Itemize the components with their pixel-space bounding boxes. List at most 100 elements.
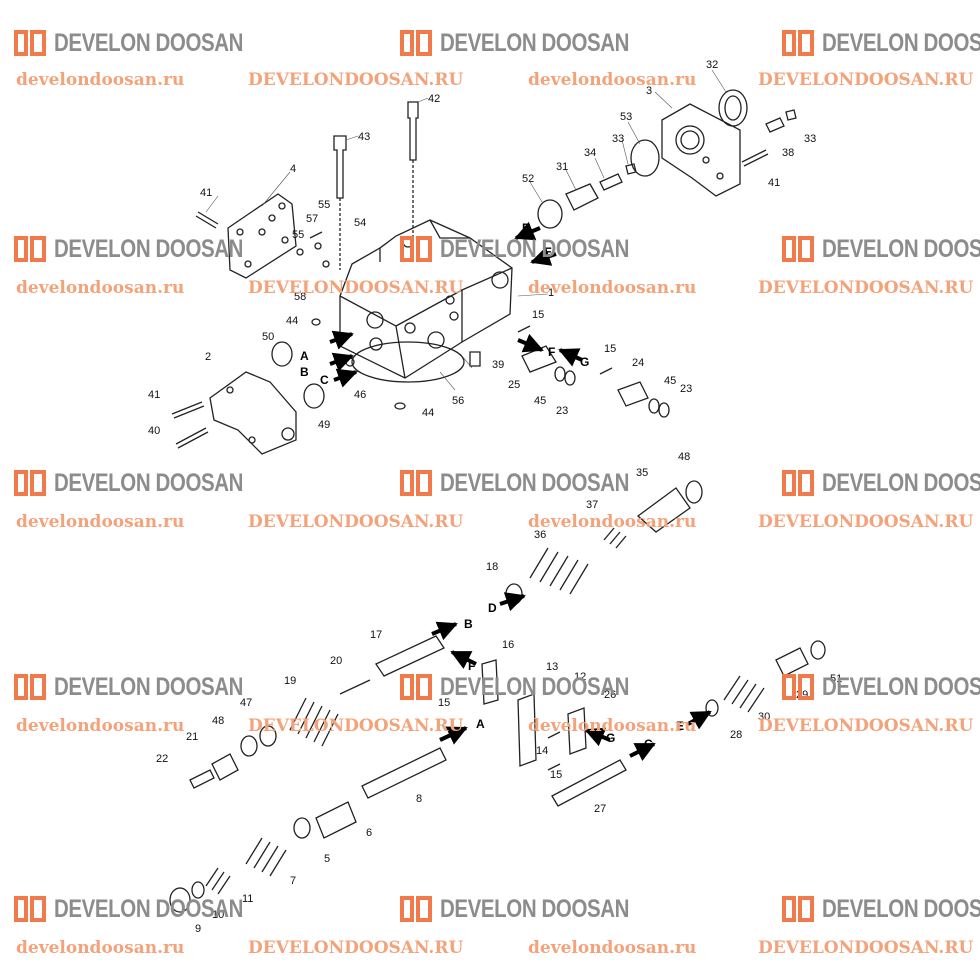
- callout-2: 2: [205, 351, 211, 363]
- callout-46: 46: [354, 389, 366, 401]
- ring-5: [293, 817, 311, 839]
- callout-53: 53: [620, 111, 632, 123]
- leaders: [205, 69, 727, 391]
- pin-20: [339, 679, 371, 695]
- callout-labels: 1 2 3 4 5 6 7 8 9 10 11 12 13 14 15 15 1…: [148, 59, 842, 935]
- callout-18: 18: [486, 561, 498, 573]
- callout-14: 14: [536, 745, 548, 757]
- watermark-brand-text: DEVELON DOOSAN: [822, 234, 980, 263]
- watermark-brand-text: DEVELON DOOSAN: [822, 468, 980, 497]
- watermark-brand-text: DEVELON DOOSAN: [440, 28, 630, 57]
- main-spool-8: [361, 747, 447, 799]
- callout-34: 34: [584, 147, 596, 159]
- callout-41b: 41: [148, 389, 160, 401]
- watermark-url: develondoosan.ru: [528, 716, 697, 736]
- watermark-brand: DEVELON DOOSAN: [780, 672, 980, 702]
- seal-32: [718, 89, 748, 127]
- watermark-url: DEVELONDOOSAN.RU: [248, 716, 464, 736]
- watermark-brand: DEVELON DOOSAN: [780, 894, 980, 924]
- watermark-brand-text: DEVELON DOOSAN: [54, 28, 244, 57]
- callout-54: 54: [354, 217, 366, 229]
- watermark-url: DEVELONDOOSAN.RU: [758, 278, 974, 298]
- washer-28: [705, 699, 719, 717]
- callout-20: 20: [330, 655, 342, 667]
- port-arrows: [329, 221, 712, 761]
- plug-21: [211, 753, 239, 781]
- nut-33-right: [785, 109, 797, 121]
- spring-7: [245, 837, 287, 877]
- callout-56: 56: [452, 395, 464, 407]
- callout-22: 22: [156, 753, 168, 765]
- callout-1: 1: [548, 287, 554, 299]
- o-ring-48-lower: [240, 735, 258, 757]
- callout-44a: 44: [286, 315, 298, 327]
- callout-40: 40: [148, 425, 160, 437]
- callout-19: 19: [284, 675, 296, 687]
- watermark-brand-text: DEVELON DOOSAN: [54, 468, 244, 497]
- watermark-url: develondoosan.ru: [528, 70, 697, 90]
- callout-32: 32: [706, 59, 718, 71]
- bolt-41-lower: [171, 401, 205, 419]
- callout-44b: 44: [422, 407, 434, 419]
- watermark-url: DEVELONDOOSAN.RU: [248, 70, 464, 90]
- o-ring-44-lower: [394, 402, 406, 410]
- plug-31: [565, 183, 599, 211]
- callout-13: 13: [546, 661, 558, 673]
- watermark-brand: DEVELON DOOSAN: [12, 468, 285, 498]
- bolt-40: [175, 427, 209, 449]
- watermark-brand: DEVELON DOOSAN: [398, 28, 671, 58]
- pins-15-lower: [547, 731, 561, 771]
- bolt-43: [333, 135, 347, 199]
- callout-57: 57: [306, 213, 318, 225]
- callout-10: 10: [212, 909, 224, 921]
- callout-43: 43: [358, 131, 370, 143]
- watermark-brand-text: DEVELON DOOSAN: [822, 28, 980, 57]
- bolt-41-left: [195, 211, 219, 229]
- callout-35: 35: [636, 467, 648, 479]
- callout-12: 12: [574, 671, 586, 683]
- cap-3: [661, 103, 741, 197]
- port-A-upper: A: [300, 349, 309, 363]
- callout-48b: 48: [212, 715, 224, 727]
- callout-17: 17: [370, 629, 382, 641]
- watermark-url: DEVELONDOOSAN.RU: [758, 716, 974, 736]
- port-F-upper: F: [548, 345, 555, 359]
- callout-21: 21: [186, 731, 198, 743]
- callout-6: 6: [366, 827, 372, 839]
- o-ring-49: [303, 383, 325, 409]
- watermark-brand: DEVELON DOOSAN: [398, 894, 671, 924]
- port-G-upper: G: [580, 355, 589, 369]
- plunger-24: [617, 381, 649, 407]
- watermark-url: develondoosan.ru: [16, 278, 185, 298]
- watermark-brand: DEVELON DOOSAN: [12, 28, 285, 58]
- side-housing-2: [209, 371, 297, 455]
- callout-7: 7: [290, 875, 296, 887]
- callout-41a: 41: [200, 187, 212, 199]
- watermark-url: DEVELONDOOSAN.RU: [758, 938, 974, 958]
- port-A-lower: A: [476, 717, 485, 731]
- callout-41c: 41: [768, 177, 780, 189]
- watermark-url: develondoosan.ru: [16, 512, 185, 532]
- snap-ring-9: [169, 887, 191, 913]
- callout-33a: 33: [612, 133, 624, 145]
- piston-35: [636, 487, 691, 533]
- washer-10: [191, 881, 205, 899]
- port-C-upper: C: [320, 373, 329, 387]
- callout-16: 16: [502, 639, 514, 651]
- spring-36: [529, 547, 589, 595]
- callout-25: 25: [508, 379, 520, 391]
- callout-11: 11: [242, 893, 253, 905]
- watermark-url: DEVELONDOOSAN.RU: [248, 938, 464, 958]
- lower-assembly: [169, 480, 826, 913]
- port-F-lower: F: [468, 659, 475, 673]
- pin-34: [599, 173, 623, 191]
- port-D-upper: D: [522, 221, 531, 235]
- callout-23a: 23: [556, 405, 568, 417]
- cover-plate-4: [227, 193, 297, 279]
- callout-3: 3: [646, 85, 652, 97]
- watermark-brand-text: DEVELON DOOSAN: [440, 672, 630, 701]
- spring-37: [603, 527, 627, 549]
- o-ring-53: [630, 139, 660, 177]
- callout-48a: 48: [678, 451, 690, 463]
